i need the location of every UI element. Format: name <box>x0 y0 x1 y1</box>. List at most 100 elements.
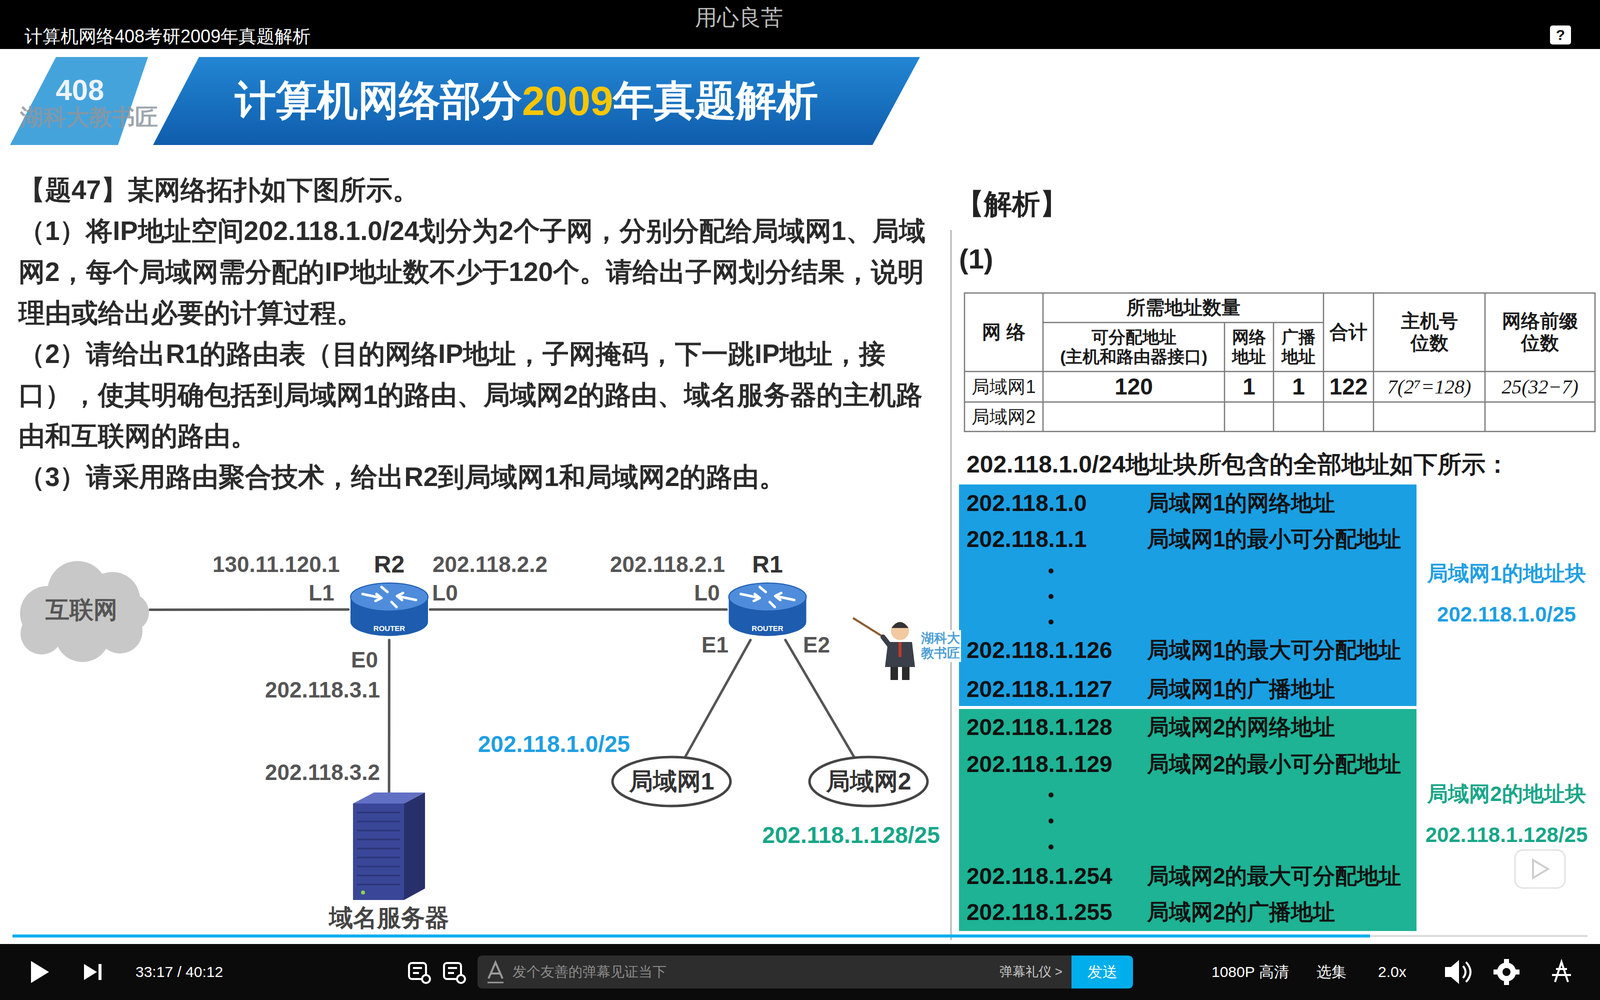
teacher-leg <box>902 667 910 680</box>
ip-label: 202.118.2.1 <box>610 552 725 578</box>
server-name: 域名服务器 <box>326 903 452 933</box>
volume-waves <box>1463 962 1471 982</box>
table-cell-box: 可分配地址 (主机和路由器接口) <box>1043 322 1225 372</box>
teacher-arm <box>883 637 890 646</box>
interface-label: E0 <box>351 647 378 673</box>
table-cell: 局域网1 <box>971 376 1036 397</box>
progress-track <box>12 935 1588 937</box>
ip-address: 202.118.1.128 <box>966 714 1113 741</box>
table-rule <box>1484 293 1486 432</box>
send-button: 发送 <box>1071 955 1133 989</box>
lan-ellipse-shape <box>612 757 731 806</box>
table-cell-box: 主机号 位数 <box>1373 293 1485 372</box>
network-link <box>785 640 854 757</box>
table-cell-box: 局域网2 <box>964 402 1043 432</box>
ip-address: 202.118.1.127 <box>966 676 1113 703</box>
block-caption: 202.118.1.0/25 <box>1437 602 1576 627</box>
text-holder: 局域网1 <box>610 755 733 808</box>
danmaku-settings <box>444 963 465 983</box>
address-description: 局域网2的最小可分配地址 <box>1147 751 1401 777</box>
table-rule <box>964 371 1595 373</box>
help-mark: ? <box>1556 26 1565 44</box>
server-drawing <box>348 792 430 900</box>
table-cell: 1 <box>1292 373 1305 400</box>
table-cell-box: 网 络 <box>964 293 1043 372</box>
table-cell-box: 120 <box>1043 371 1225 402</box>
router: R2ROUTER <box>348 550 430 643</box>
playback-time: 33:17 / 40:12 <box>135 963 223 981</box>
block-caption: 局域网1的地址块 <box>1427 561 1586 586</box>
video-title: 计算机网络408考研2009年真题解析 <box>24 26 311 47</box>
play-overlay <box>1515 850 1565 888</box>
teacher-figure <box>853 618 915 680</box>
router-top <box>729 583 807 611</box>
send-label: 发送 <box>1087 962 1118 983</box>
channel-slogan: 用心良苦 <box>695 5 783 31</box>
interface-label: E2 <box>803 632 830 658</box>
ip-address: 202.118.1.255 <box>966 899 1113 926</box>
router-icon: ROUTER <box>348 579 430 640</box>
table-cell: 25(32−7) <box>1501 375 1579 399</box>
router-top <box>350 583 428 611</box>
teacher-leg <box>890 667 898 680</box>
volume-icon <box>1445 960 1471 984</box>
table-header: 广播 地址 <box>1275 327 1322 367</box>
ip-label: 202.118.3.1 <box>265 677 380 703</box>
table-cell-box: 合计 <box>1323 293 1374 372</box>
ellipsis-dot <box>1048 619 1054 625</box>
send-button-fill <box>1071 955 1133 989</box>
table-rule <box>1273 322 1275 432</box>
router-name: R1 <box>726 550 809 579</box>
ellipsis-dot <box>1048 568 1054 574</box>
table-rule <box>964 401 1595 403</box>
table-cell: 120 <box>1114 373 1153 400</box>
block-caption: 202.118.1.128/25 <box>1425 823 1588 847</box>
danmaku-etiquette-link: 弹幕礼仪 > <box>999 964 1063 980</box>
play-overlay-box <box>1515 850 1565 888</box>
address-description: 局域网1的广播地址 <box>1147 676 1335 702</box>
table-rule <box>1224 322 1226 432</box>
fullscreen-shape <box>1552 962 1571 982</box>
table-cell: 1 <box>1242 373 1256 400</box>
table-cell-box: 7(2⁷=128) <box>1373 371 1485 402</box>
router-caption: ROUTER <box>348 623 430 634</box>
address-block: 202.118.1.128局域网2的网络地址202.118.1.129局域网2的… <box>959 709 1417 931</box>
server-side <box>404 792 425 900</box>
ip-label: 202.118.2.2 <box>432 552 548 578</box>
table-border <box>964 293 1595 432</box>
ip-address: 202.118.1.0 <box>966 490 1087 517</box>
table-rule <box>1042 293 1044 432</box>
router-icon: ROUTER <box>726 579 809 640</box>
server-bay <box>357 857 400 859</box>
block-caption: 局域网2的地址块 <box>1427 782 1586 806</box>
ip-address: 202.118.1.129 <box>966 751 1113 778</box>
danmaku-input: 发个友善的弹幕见证当下弹幕礼仪 > <box>477 955 1072 989</box>
table-header: 可分配地址 (主机和路由器接口) <box>1045 327 1223 367</box>
teacher-badge: 湖科大教书匠 <box>921 630 961 662</box>
ellipsis-dot <box>1048 594 1054 599</box>
title-banner: 计算机网络部分2009年真题解析 <box>150 57 920 145</box>
settings-wheel <box>1497 962 1516 982</box>
server-bay <box>357 848 400 850</box>
danmaku-toggle-badge <box>422 975 430 983</box>
table-cell-box: 局域网1 <box>964 371 1043 402</box>
address-description: 局域网1的最大可分配地址 <box>1147 637 1401 663</box>
progress-played <box>12 934 1370 938</box>
teacher-hair <box>891 622 909 628</box>
table-cell-box: 1 <box>1224 371 1274 402</box>
teacher-head <box>891 622 909 640</box>
table-rule <box>1323 293 1325 432</box>
ellipsis-dot <box>1048 818 1054 824</box>
fullscreen-icon <box>1552 962 1571 982</box>
ip-label: 202.118.3.2 <box>265 760 380 786</box>
address-description: 局域网1的最小可分配地址 <box>1147 526 1401 552</box>
analysis-heading: 【解析】 <box>956 188 1068 220</box>
server-bay <box>357 839 400 841</box>
address-block-fill <box>959 484 1417 706</box>
table-grid <box>964 293 1595 432</box>
block-intro: 202.118.1.0/24地址块所包含的全部地址如下所示： <box>966 450 1510 478</box>
interface-label: L0 <box>694 580 720 606</box>
text-holder: 发送 <box>1071 955 1133 989</box>
teacher-tie <box>898 642 902 657</box>
